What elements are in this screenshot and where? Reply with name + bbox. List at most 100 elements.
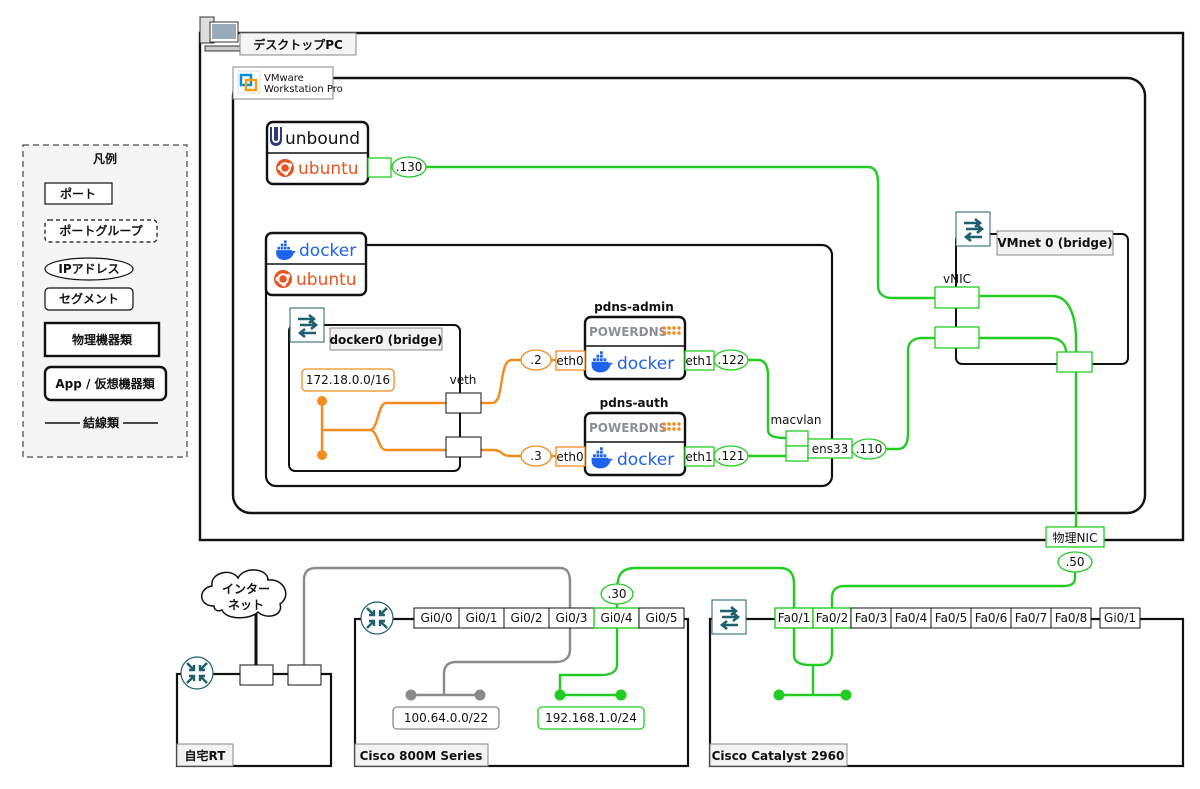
port-label: Fa0/8: [1055, 611, 1087, 625]
vmware-icon: [237, 70, 261, 94]
seg-lan-label: 192.168.1.0/24: [545, 711, 637, 725]
pdns-admin-eth0-ip: .2: [530, 353, 541, 367]
pdns-auth-eth1-ip: .121: [718, 449, 745, 463]
vmnet-switch-icon: [954, 210, 992, 248]
veth-label: veth: [450, 373, 477, 387]
segment-endpoint: [840, 689, 852, 701]
port-label: Fa0/6: [975, 611, 1007, 625]
vmnet0-bridge: VMnet 0 (bridge) vNIC: [934, 210, 1129, 373]
legend-title: 凡例: [93, 151, 117, 166]
port-label: Fa0/7: [1015, 611, 1047, 625]
cloud-label-line2: ネット: [228, 598, 264, 612]
vmware-label-line1: VMware: [264, 73, 304, 84]
powerdns-logo: POWERDNS: [589, 421, 667, 435]
docker0-wiring: [320, 358, 556, 458]
segment-endpoint: [405, 689, 417, 701]
legend-physical: 物理機器類: [72, 332, 133, 347]
switch-icon: [710, 598, 748, 636]
green-wiring: [426, 165, 1078, 532]
port-label: Fa0/2: [816, 611, 848, 625]
port-label: Fa0/4: [895, 611, 927, 625]
catalyst-label: Cisco Catalyst 2960: [712, 749, 845, 763]
macvlan: macvlan ens33 .110: [770, 413, 887, 462]
ens33-ip: .110: [856, 442, 883, 456]
phys-nic-ip: .50: [1065, 555, 1084, 569]
docker0-bridge: docker0 (bridge) 172.18.0.0/16 veth: [288, 306, 477, 472]
catalyst-uplink-port: Gi0/1: [1104, 611, 1136, 625]
port-label: Fa0/5: [935, 611, 967, 625]
legend: 凡例 ポート ポートグループ IPアドレス セグメント 物理機器類 App / …: [22, 144, 188, 458]
pdns-auth-eth0-ip: .3: [530, 449, 541, 463]
pc-icon: [199, 16, 244, 52]
vnic-label: vNIC: [943, 272, 971, 286]
ens33-label: ens33: [812, 442, 849, 456]
pdns-admin-engine: docker: [617, 354, 674, 374]
powerdns-logo: POWERDNS: [589, 325, 667, 339]
pdns-auth-eth1: eth1: [685, 450, 712, 464]
pdns-admin-name: pdns-admin: [594, 300, 674, 314]
port-box: [638, 607, 685, 629]
physical-nic: 物理NIC .50: [1045, 526, 1105, 573]
unbound-icon: [270, 127, 282, 146]
seg-wan-label: 100.64.0.0/22: [404, 711, 488, 725]
vmware-label-line2: Workstation Pro: [264, 84, 343, 95]
cisco-catalyst: Cisco Catalyst 2960 Fa0/1 Fa0/2 Fa0/3 Fa0/4…: [708, 598, 1185, 768]
port-label: Fa0/1: [778, 611, 810, 625]
legend-wiring: 結線類: [83, 415, 120, 430]
segment-endpoint: [554, 689, 566, 701]
veth-port-admin: [445, 392, 482, 414]
pdns-auth-name: pdns-auth: [600, 396, 669, 410]
segment-endpoint: [317, 396, 327, 406]
port-box: [1050, 607, 1092, 629]
powerdns-icon: [662, 326, 681, 335]
external-wiring: [254, 566, 1077, 697]
port-label: Gi0/4: [601, 611, 633, 625]
pdns-admin-container: pdns-admin POWERDNS docker .2 eth0 eth1 …: [520, 300, 749, 381]
phys-nic-label: 物理NIC: [1053, 531, 1098, 545]
pdns-auth-eth0: eth0: [556, 450, 583, 464]
port-label: Fa0/3: [855, 611, 887, 625]
gi04-ip: .30: [607, 587, 626, 601]
veth-port-auth: [445, 436, 482, 458]
port-label: Gi0/0: [421, 611, 453, 625]
ubuntu-icon: [275, 158, 295, 178]
bridge-switch-icon: [288, 306, 326, 344]
home-router: 自宅RT インター ネット: [175, 569, 333, 768]
desktop-title: デスクトップPC: [253, 37, 343, 52]
segment-endpoint: [615, 689, 627, 701]
docker0-subnet: 172.18.0.0/16: [306, 373, 390, 387]
segment-endpoint: [773, 689, 785, 701]
port-label: Gi0/1: [466, 611, 498, 625]
router-icon: [359, 600, 395, 636]
pdns-auth-engine: docker: [617, 450, 674, 470]
segment-endpoint: [474, 689, 486, 701]
port-label: Gi0/5: [646, 611, 678, 625]
legend-virtual: App / 仮想機器類: [55, 376, 155, 391]
home-router-label: 自宅RT: [185, 748, 227, 763]
pdns-admin-eth0: eth0: [556, 354, 583, 368]
legend-ip-address: IPアドレス: [58, 262, 119, 276]
vmware-workstation: VMware Workstation Pro: [231, 66, 1147, 515]
internet-cloud-icon: [201, 569, 287, 619]
pdns-admin-eth1: eth1: [685, 354, 712, 368]
cisco800-label: Cisco 800M Series: [360, 749, 483, 763]
docker0-name: docker0 (bridge): [329, 333, 442, 347]
vm2-os-name: ubuntu: [296, 270, 357, 290]
vm1-app-name: unbound: [285, 129, 360, 149]
macvlan-label: macvlan: [770, 413, 821, 427]
vm1-os-name: ubuntu: [298, 159, 359, 179]
router-icon: [179, 655, 215, 691]
ubuntu-icon: [273, 269, 293, 289]
legend-port-group: ポートグループ: [59, 223, 143, 238]
segment-endpoint: [317, 450, 327, 460]
cloud-label-line1: インター: [222, 582, 270, 596]
vm2-app-name: docker: [299, 241, 356, 261]
vmnet-name: VMnet 0 (bridge): [997, 236, 1112, 250]
pdns-admin-eth1-ip: .122: [718, 353, 745, 367]
vm1-ip: .130: [396, 160, 423, 174]
vm-unbound: unbound ubuntu .130: [265, 120, 427, 186]
legend-port: ポート: [60, 186, 96, 201]
port-label: Gi0/2: [511, 611, 543, 625]
legend-segment: セグメント: [59, 291, 119, 306]
